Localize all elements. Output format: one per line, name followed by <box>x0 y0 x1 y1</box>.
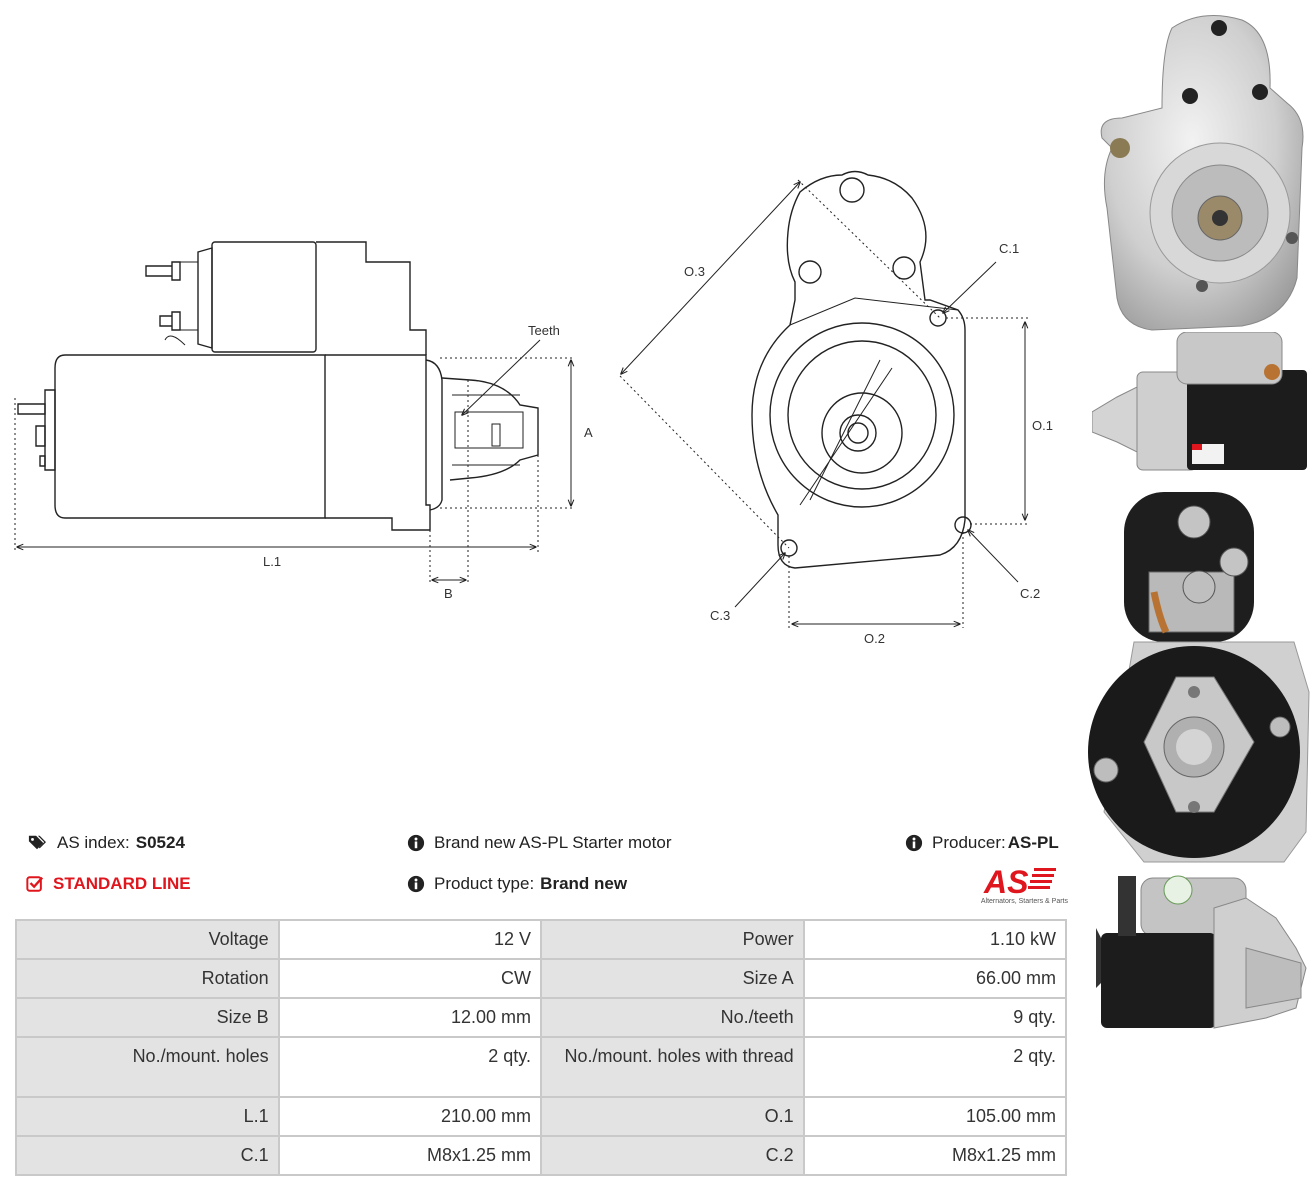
label-l1: L.1 <box>263 554 281 569</box>
spec-value: M8x1.25 mm <box>802 1135 1068 1176</box>
table-row: C.1 M8x1.25 mm C.2 M8x1.25 mm <box>15 1135 1068 1176</box>
spec-value: 1.10 kW <box>802 919 1068 960</box>
spec-label: O.1 <box>539 1096 805 1137</box>
spec-label: No./teeth <box>539 997 805 1038</box>
as-pl-logo: AS Alternators, Starters & Parts <box>962 862 1068 908</box>
spec-label: No./mount. holes <box>15 1036 280 1098</box>
side-view-dimensions <box>14 339 575 585</box>
product-type-row: Product type: Brand new <box>407 874 627 894</box>
check-square-icon <box>26 876 44 892</box>
product-type-value: Brand new <box>540 874 628 893</box>
as-index-value: S0524 <box>135 833 185 852</box>
label-b: B <box>444 586 453 601</box>
label-c2: C.2 <box>1020 586 1040 601</box>
spec-label: C.1 <box>15 1135 280 1176</box>
table-row: Size B 12.00 mm No./teeth 9 qty. <box>15 997 1068 1038</box>
spec-value: 2 qty. <box>277 1036 542 1098</box>
spec-value: 2 qty. <box>802 1036 1068 1098</box>
label-teeth: Teeth <box>528 323 560 338</box>
table-row: Voltage 12 V Power 1.10 kW <box>15 919 1068 960</box>
spec-label: L.1 <box>15 1096 280 1137</box>
info-circle-icon <box>407 875 425 893</box>
as-logo-mark: AS <box>983 864 1056 900</box>
label-c3: C.3 <box>710 608 730 623</box>
spec-value: 210.00 mm <box>277 1096 542 1137</box>
logo-tagline: Alternators, Starters & Parts <box>980 898 1068 905</box>
label-o2: O.2 <box>864 631 885 646</box>
spec-value: M8x1.25 mm <box>277 1135 542 1176</box>
starter-dimension-drawing: Teeth A L.1 B <box>14 170 1053 646</box>
label-o3: O.3 <box>684 264 705 279</box>
spec-label: C.2 <box>539 1135 805 1176</box>
spec-value: 105.00 mm <box>802 1096 1068 1137</box>
spec-label: Size B <box>15 997 280 1038</box>
product-info: AS index: S0524 STANDARD LINE Brand new … <box>0 828 1080 918</box>
producer-label: Producer: <box>932 833 1006 852</box>
spec-label: Rotation <box>15 958 280 999</box>
spec-label: Size A <box>539 958 805 999</box>
table-row: No./mount. holes 2 qty. No./mount. holes… <box>15 1036 1068 1098</box>
side-view <box>17 241 539 531</box>
starter-side-photo <box>1092 332 1307 471</box>
product-photos <box>1082 0 1316 1184</box>
logo-text: AS <box>983 864 1029 898</box>
producer-value: AS-PL <box>1007 833 1059 852</box>
standard-line-label: STANDARD LINE <box>53 874 191 893</box>
front-view-dimensions <box>620 179 1028 628</box>
spec-value: 12 V <box>277 919 542 960</box>
spec-value: 9 qty. <box>802 997 1068 1038</box>
label-a: A <box>584 425 593 440</box>
starter-front-photo <box>1100 15 1304 331</box>
product-type-label: Product type: <box>434 874 535 893</box>
spec-value: 66.00 mm <box>802 958 1068 999</box>
specs-table: Voltage 12 V Power 1.10 kW Rotation CW S… <box>15 919 1068 1176</box>
brand-text: Brand new AS-PL Starter motor <box>434 833 672 852</box>
front-view <box>751 170 972 569</box>
as-index-row: AS index: S0524 <box>26 833 185 853</box>
starter-side-photo-2 <box>1096 875 1307 1029</box>
spec-value: 12.00 mm <box>277 997 542 1038</box>
spec-label: No./mount. holes with thread <box>539 1036 805 1098</box>
table-row: L.1 210.00 mm O.1 105.00 mm <box>15 1096 1068 1137</box>
starter-rear-photo <box>1088 492 1310 863</box>
tags-icon <box>28 835 46 850</box>
spec-value: CW <box>277 958 542 999</box>
spec-label: Power <box>539 919 805 960</box>
standard-line-row: STANDARD LINE <box>26 874 191 894</box>
producer-row: Producer: AS-PL <box>905 833 1059 853</box>
technical-drawings: Teeth A L.1 B <box>14 170 1053 646</box>
info-circle-icon <box>905 834 923 852</box>
label-c1: C.1 <box>999 241 1019 256</box>
spec-label: Voltage <box>15 919 280 960</box>
as-index-label: AS index: <box>57 833 130 852</box>
label-o1: O.1 <box>1032 418 1053 433</box>
table-row: Rotation CW Size A 66.00 mm <box>15 958 1068 999</box>
brand-row: Brand new AS-PL Starter motor <box>407 833 671 853</box>
info-circle-icon <box>407 834 425 852</box>
